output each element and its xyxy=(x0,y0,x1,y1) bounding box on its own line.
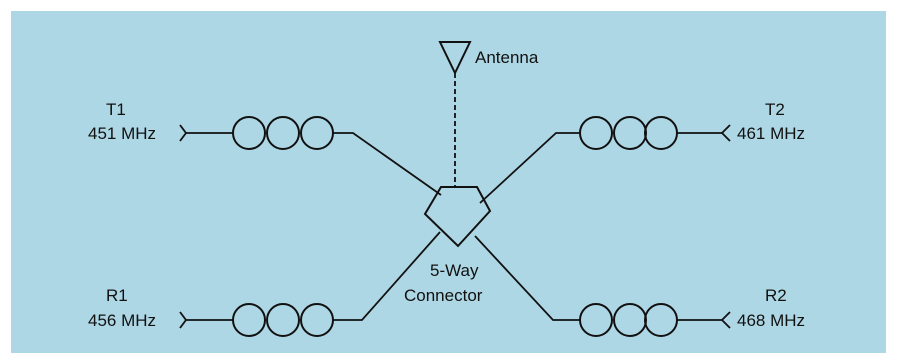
r2-coil xyxy=(613,303,647,337)
antenna-icon xyxy=(438,41,472,76)
r2-filter-coils xyxy=(579,303,678,337)
t1-link-line xyxy=(333,132,442,196)
r1-coil xyxy=(232,303,266,337)
t2-coil xyxy=(613,116,647,150)
r1-coil xyxy=(266,303,300,337)
t2-filter-coils xyxy=(579,116,678,150)
t1-name: T1 xyxy=(106,100,126,119)
r1-coil xyxy=(300,303,334,337)
t2-link-line xyxy=(479,132,580,204)
t1-frequency: 451 MHz xyxy=(88,124,156,143)
r2-name: R2 xyxy=(765,286,787,305)
branch-r1: R1 456 MHz xyxy=(88,231,441,337)
t2-coil xyxy=(579,116,613,150)
connector-label-line2: Connector xyxy=(404,286,483,305)
five-way-connector xyxy=(423,186,492,248)
t1-coil xyxy=(300,116,334,150)
antenna-label: Antenna xyxy=(475,48,539,67)
branch-t2: T2 461 MHz xyxy=(479,100,805,204)
t1-port-arrow xyxy=(179,124,188,142)
r1-port-arrow xyxy=(179,311,188,329)
t1-filter-coils xyxy=(232,116,334,150)
t2-port-arrow xyxy=(720,124,731,142)
t2-name: T2 xyxy=(765,100,785,119)
r2-coil xyxy=(644,303,678,337)
r2-port-arrow xyxy=(720,311,731,329)
r1-name: R1 xyxy=(106,286,128,305)
r2-frequency: 468 MHz xyxy=(737,311,805,330)
r1-filter-coils xyxy=(232,303,334,337)
branch-r2: R2 468 MHz xyxy=(474,235,805,337)
r2-coil xyxy=(579,303,613,337)
antenna: Antenna xyxy=(438,41,539,186)
t1-coil xyxy=(232,116,266,150)
branch-t1: T1 451 MHz xyxy=(88,100,442,196)
t2-frequency: 461 MHz xyxy=(737,124,805,143)
diagram-background xyxy=(11,11,886,353)
r1-link-line xyxy=(333,231,441,321)
connector-label-line1: 5-Way xyxy=(430,261,479,280)
r1-frequency: 456 MHz xyxy=(88,311,156,330)
r2-link-line xyxy=(474,235,580,321)
t2-coil xyxy=(644,116,678,150)
t1-coil xyxy=(266,116,300,150)
